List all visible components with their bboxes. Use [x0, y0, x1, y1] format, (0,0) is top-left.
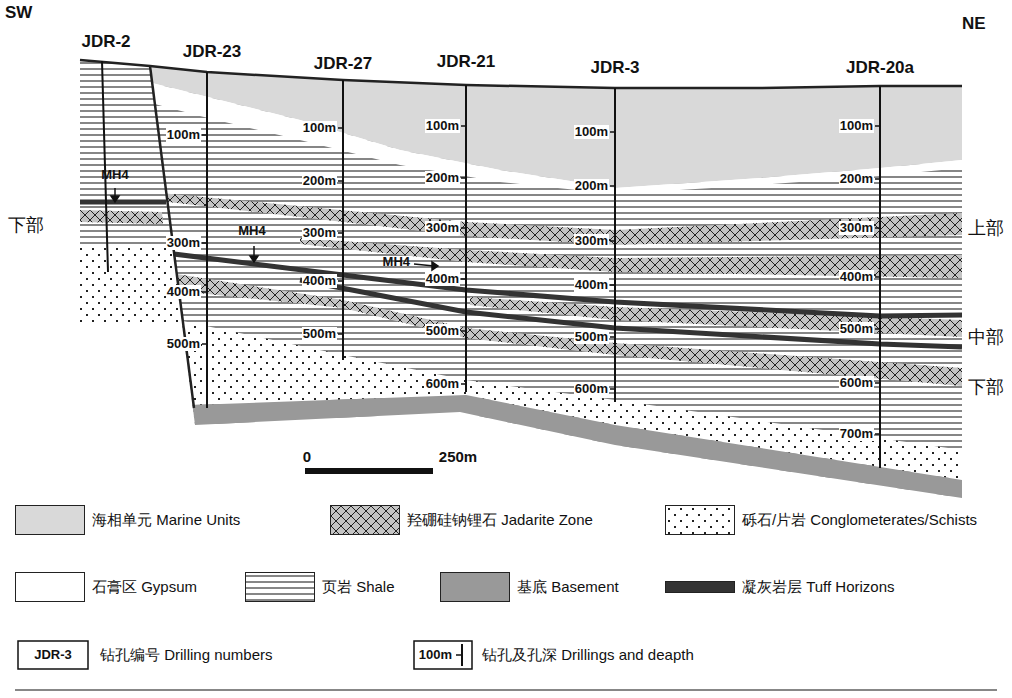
depth-label: 200m [574, 179, 609, 194]
legend-text: 页岩 Shale [322, 578, 395, 595]
sample-hole-number: JDR-3 [34, 648, 72, 663]
depth-label: 500m [574, 330, 609, 345]
depth-label: 400m [574, 278, 609, 293]
depth-label: 400m [302, 274, 337, 289]
depth-label: 700m [839, 427, 874, 442]
depth-label: 400m [839, 270, 874, 285]
scale-label: 0 [303, 448, 311, 465]
hole-number: JDR-3 [590, 58, 639, 78]
depth-tick [338, 333, 343, 335]
legend-text: 海相单元 Marine Units [92, 511, 240, 528]
zone-label: 下部 [8, 215, 44, 236]
depth-tick [875, 178, 880, 180]
legend-swatch [665, 581, 735, 593]
hole-number: JDR-20a [846, 58, 914, 78]
depth-label: 100m [166, 128, 201, 143]
depth-tick [610, 336, 615, 338]
depth-label: 300m [166, 236, 201, 251]
legend-swatch [665, 505, 735, 535]
depth-tick [461, 383, 466, 385]
tuff-marker: MH4 [101, 168, 128, 183]
depth-label: 200m [425, 171, 460, 186]
depth-tick [461, 125, 466, 127]
depth-label: 100m [574, 125, 609, 140]
depth-tick [610, 185, 615, 187]
zone-label: 下部 [968, 377, 1004, 398]
depth-tick [338, 180, 343, 182]
depth-label: 200m [839, 172, 874, 187]
scale-label: 250m [439, 448, 477, 465]
depth-tick [875, 433, 880, 435]
legend-text: 钻孔及孔深 Drillings and deapth [482, 646, 694, 663]
depth-label: 300m [574, 234, 609, 249]
depth-tick [202, 291, 207, 293]
depth-label: 100m [839, 119, 874, 134]
depth-tick [338, 280, 343, 282]
depth-tick [610, 284, 615, 286]
depth-label: 600m [574, 382, 609, 397]
hole-number: JDR-27 [314, 54, 373, 74]
tuff-marker: MH4 [238, 224, 265, 239]
depth-tick [875, 382, 880, 384]
hole-number: JDR-23 [183, 42, 242, 62]
legend-swatch [245, 572, 315, 602]
depth-label: 600m [839, 376, 874, 391]
legend-text: 钻孔编号 Drilling numbers [100, 646, 273, 663]
depth-tick [461, 330, 466, 332]
legend-text: 羟硼硅钠锂石 Jadarite Zone [407, 511, 593, 528]
depth-label: 400m [425, 272, 460, 287]
depth-label: 500m [839, 322, 874, 337]
sample-depth: 100m [419, 648, 452, 663]
depth-tick [202, 134, 207, 136]
depth-tick [202, 242, 207, 244]
zone-label: 上部 [968, 218, 1004, 239]
legend-text: 凝灰岩层 Tuff Horizons [742, 578, 895, 595]
depth-tick [461, 278, 466, 280]
tuff-marker: MH4 [383, 255, 410, 270]
depth-label: 500m [166, 337, 201, 352]
hole-number: JDR-21 [437, 52, 496, 72]
legend-swatch [330, 505, 400, 535]
depth-label: 300m [425, 221, 460, 236]
depth-label: 100m [425, 119, 460, 134]
depth-label: 600m [425, 377, 460, 392]
depth-label: 200m [302, 174, 337, 189]
depth-tick [338, 127, 343, 129]
legend-swatch [440, 572, 510, 602]
depth-tick [875, 328, 880, 330]
legend-text: 基底 Basement [517, 578, 619, 595]
legend-swatch [15, 505, 85, 535]
legend-swatch [15, 572, 85, 602]
depth-tick [610, 388, 615, 390]
depth-label: 500m [425, 324, 460, 339]
legend-text: 砾石/片岩 Conglometerates/Schists [742, 511, 977, 528]
depth-label: 500m [302, 327, 337, 342]
depth-tick [461, 227, 466, 229]
direction-label: SW [5, 3, 32, 23]
depth-tick [461, 177, 466, 179]
depth-tick [338, 232, 343, 234]
hole-number: JDR-2 [81, 32, 130, 52]
zone-label: 中部 [968, 327, 1004, 348]
depth-label: 300m [302, 226, 337, 241]
depth-tick [875, 125, 880, 127]
depth-label: 400m [166, 285, 201, 300]
depth-tick [875, 276, 880, 278]
depth-tick [610, 240, 615, 242]
direction-label: NE [962, 14, 986, 34]
depth-label: 100m [302, 121, 337, 136]
depth-tick [202, 343, 207, 345]
depth-tick [610, 131, 615, 133]
depth-label: 300m [839, 221, 874, 236]
depth-tick [875, 227, 880, 229]
legend-text: 石膏区 Gypsum [92, 578, 197, 595]
